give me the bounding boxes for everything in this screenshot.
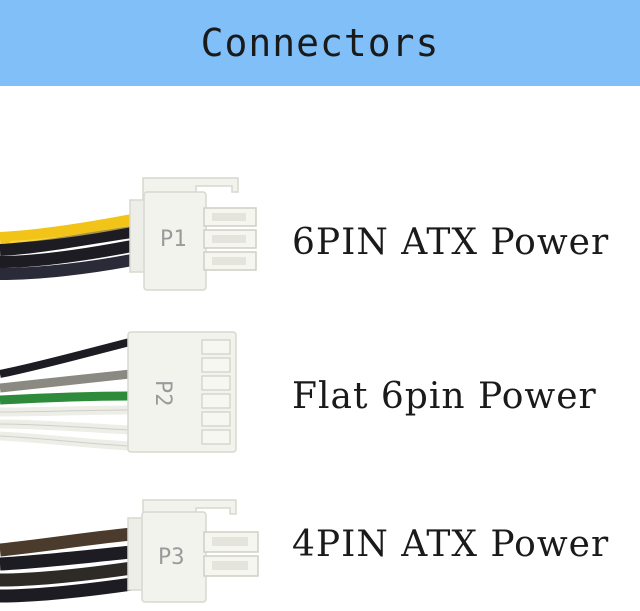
pin-label-p3: P3 (158, 545, 185, 570)
connector-row-p3: P3 4PIN ATX Power (0, 492, 640, 611)
page-title: Connectors (200, 21, 440, 65)
6pin-atx-connector-icon: P1 (0, 177, 257, 291)
flat-6pin-connector-icon: P2 (0, 331, 237, 453)
connector-name-flat-6pin: Flat 6pin Power (292, 376, 597, 417)
4pin-atx-connector-icon: P3 (0, 499, 259, 603)
pin-label-p1: P1 (160, 227, 187, 252)
header-banner: Connectors (0, 0, 640, 86)
connector-name-4pin-atx: 4PIN ATX Power (292, 524, 610, 565)
connector-row-p2: P2 Flat 6pin Power (0, 326, 640, 456)
pin-label-p2: P2 (150, 380, 175, 407)
connector-name-6pin-atx: 6PIN ATX Power (292, 222, 610, 263)
connector-row-p1: P1 6PIN ATX Power (0, 170, 640, 300)
